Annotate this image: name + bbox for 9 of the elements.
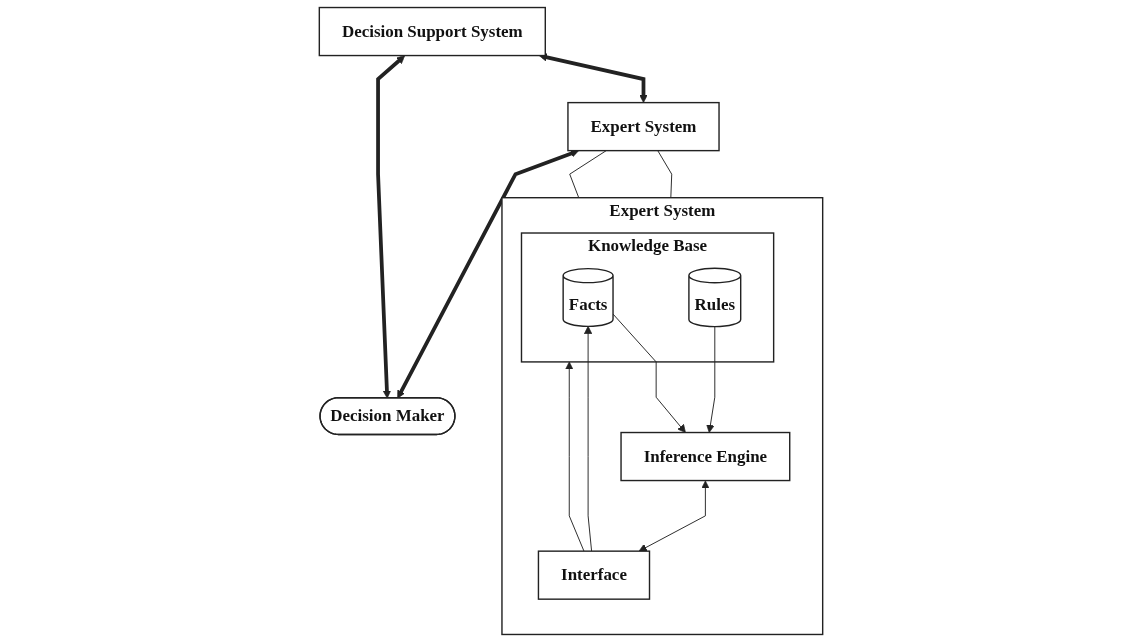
arrow — [376, 55, 405, 399]
connector — [569, 150, 607, 199]
connector — [657, 150, 673, 199]
node-box: Expert System — [567, 101, 720, 152]
node-box: Interface — [537, 550, 651, 600]
node-box: Inference Engine — [620, 431, 791, 482]
node-box: Decision Support System — [318, 6, 546, 57]
arrow — [397, 149, 579, 399]
arrow — [538, 53, 648, 103]
